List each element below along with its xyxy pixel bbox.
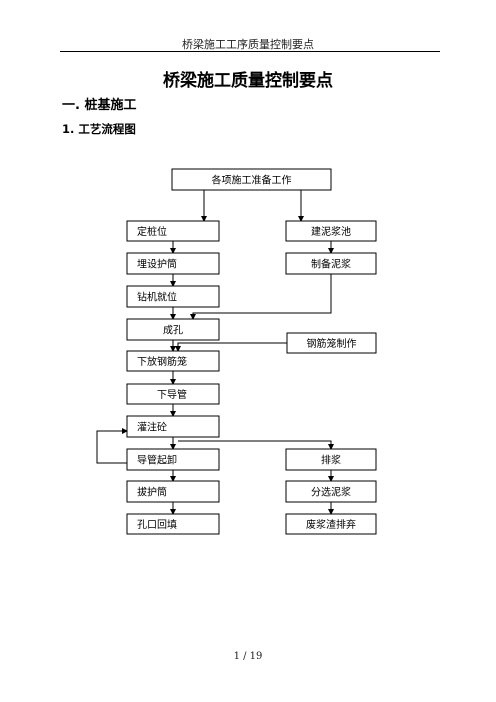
node-discharge: 排浆: [285, 448, 377, 471]
svg-text:钢筋笼制作: 钢筋笼制作: [307, 337, 357, 350]
node-mud-pool: 建泥浆池: [285, 220, 377, 242]
document-title: 桥梁施工质量控制要点: [163, 71, 333, 91]
node-pipe-remove: 导管起卸: [126, 448, 220, 471]
edge-preparemud-to-hole: [190, 274, 332, 320]
header-rule: [60, 51, 440, 52]
edge-pour-to-discharge: [178, 440, 334, 450]
edge-cagemake-to-lowercage: [175, 342, 287, 352]
svg-text:成孔: 成孔: [163, 325, 183, 337]
svg-text:孔口回填: 孔口回填: [137, 518, 177, 531]
section-heading: 一. 桩基施工: [62, 98, 137, 113]
node-pour: 灌注砼: [126, 415, 220, 438]
node-prepare-mud: 制备泥浆: [285, 252, 377, 275]
svg-text:拔护筒: 拔护筒: [137, 486, 167, 499]
node-prep: 各项施工准备工作: [171, 168, 332, 191]
edge-loop-piperemove-to-pour: [96, 428, 128, 464]
svg-text:导管起卸: 导管起卸: [137, 454, 177, 467]
subsection-heading: 1. 工艺流程图: [62, 122, 136, 136]
node-backfill: 孔口回填: [126, 513, 220, 535]
node-rig: 钻机就位: [126, 285, 220, 308]
page-header: 桥梁施工工序质量控制要点: [182, 38, 314, 51]
svg-text:各项施工准备工作: 各项施工准备工作: [212, 174, 292, 187]
node-lower-cage: 下放钢筋笼: [126, 350, 220, 372]
page-number: 1 / 19: [233, 651, 263, 662]
svg-text:埋设护筒: 埋设护筒: [137, 258, 177, 271]
svg-text:灌注砼: 灌注砼: [137, 421, 167, 434]
node-separate-mud: 分选泥浆: [285, 480, 377, 503]
node-lower-pipe: 下导管: [126, 383, 220, 405]
svg-text:制备泥浆: 制备泥浆: [311, 258, 351, 271]
svg-text:下放钢筋笼: 下放钢筋笼: [137, 355, 187, 368]
node-casing: 埋设护筒: [126, 252, 220, 275]
node-pile-position: 定桩位: [126, 220, 220, 242]
svg-text:下导管: 下导管: [157, 388, 187, 401]
node-hole: 成孔: [126, 318, 220, 341]
node-waste: 废浆渣排弃: [285, 513, 377, 535]
svg-text:钻机就位: 钻机就位: [137, 291, 177, 304]
flow-edges: [96, 190, 334, 515]
node-pull-casing: 拔护筒: [126, 480, 220, 503]
svg-text:排浆: 排浆: [321, 454, 341, 467]
svg-text:定桩位: 定桩位: [137, 225, 167, 238]
svg-text:分选泥浆: 分选泥浆: [311, 486, 351, 499]
svg-text:废浆渣排弃: 废浆渣排弃: [306, 518, 356, 531]
svg-text:建泥浆池: 建泥浆池: [311, 225, 351, 238]
node-cage-make: 钢筋笼制作: [286, 332, 377, 354]
